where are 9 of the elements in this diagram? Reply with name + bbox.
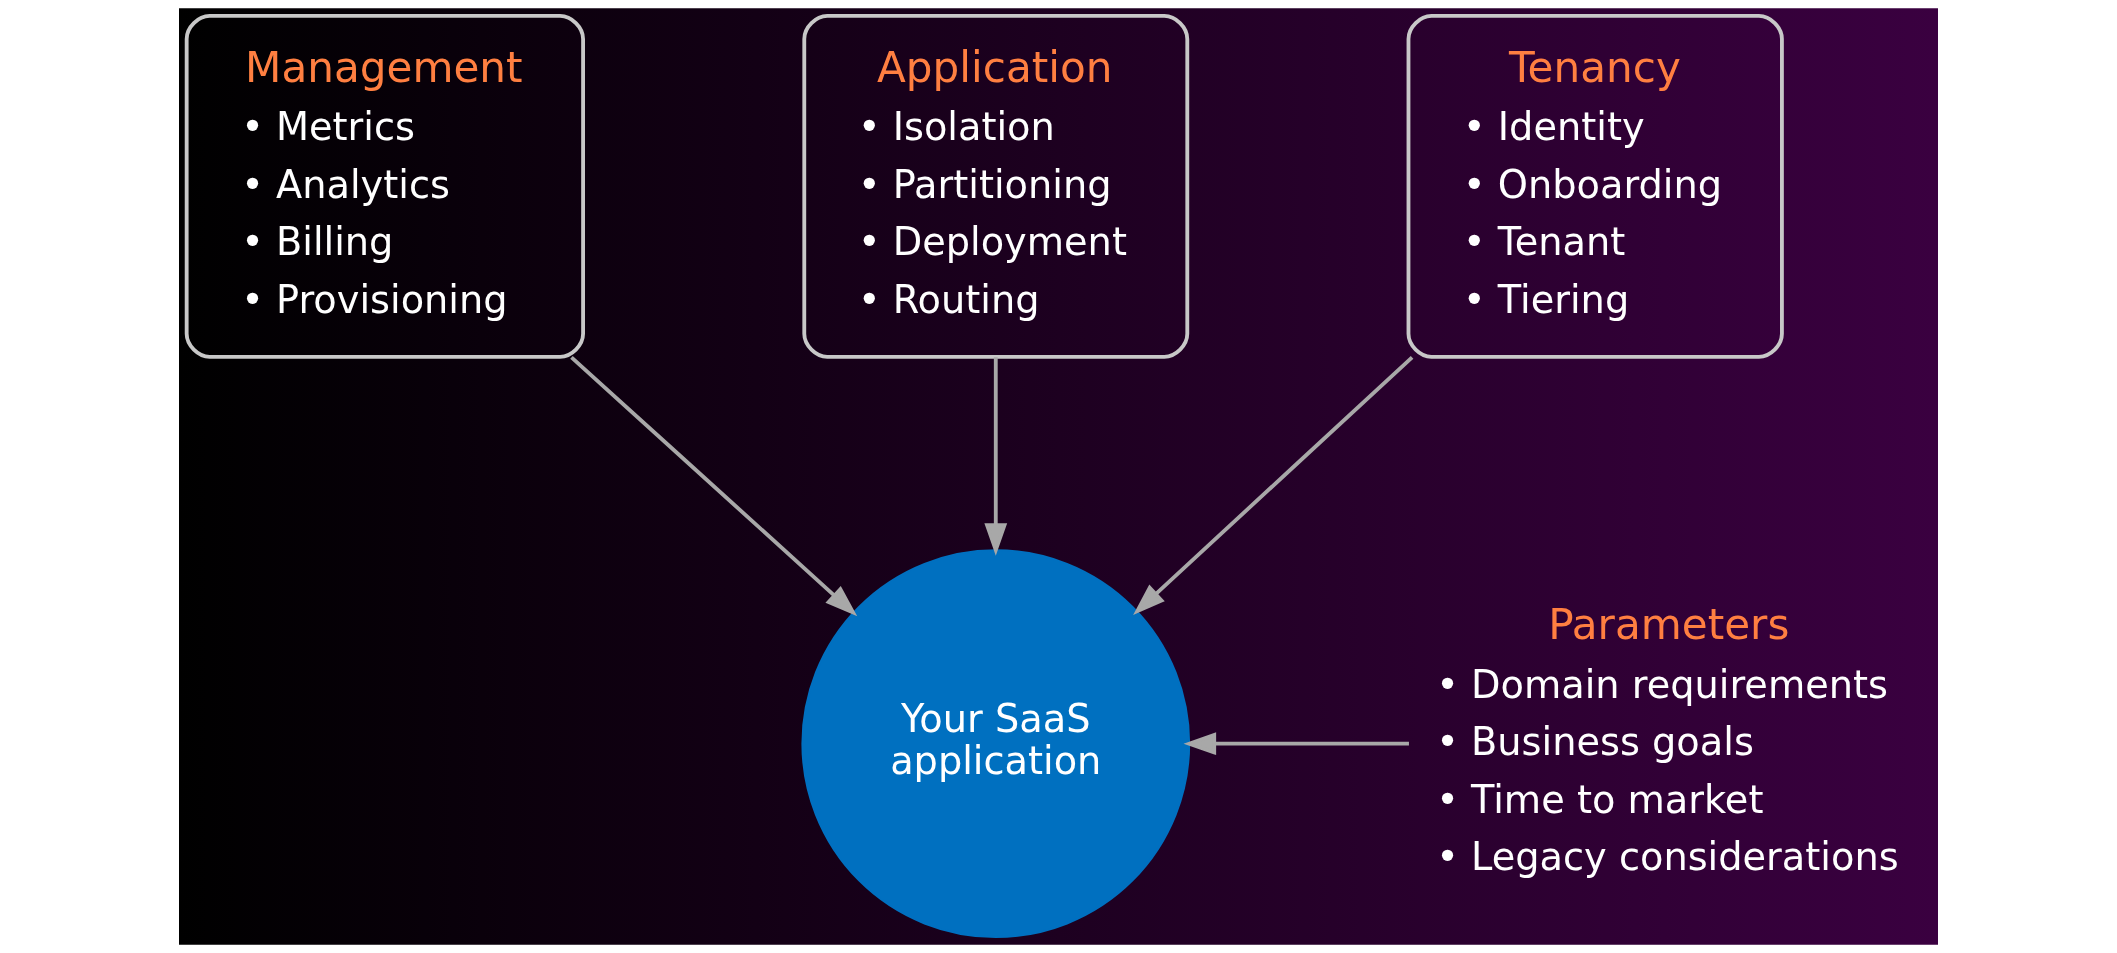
node-box: Tenancy • Identity • Onboarding • Tenant • Tiering [1406, 14, 1784, 359]
node-circle: Your SaaS application [801, 549, 1191, 939]
arrow [570, 355, 858, 617]
node-text: Parameters • Domain requirements • Business goals • Time to market • Legacy considerations [1436, 600, 1899, 880]
node-box: Application • Isolation • Partitioning • Deployment • Routing [802, 14, 1190, 359]
arrow [1183, 732, 1409, 756]
node-box: Management • Metrics • Analytics • Billing • Provisioning [184, 14, 585, 359]
arrow [984, 357, 1008, 556]
arrow [1133, 355, 1414, 615]
